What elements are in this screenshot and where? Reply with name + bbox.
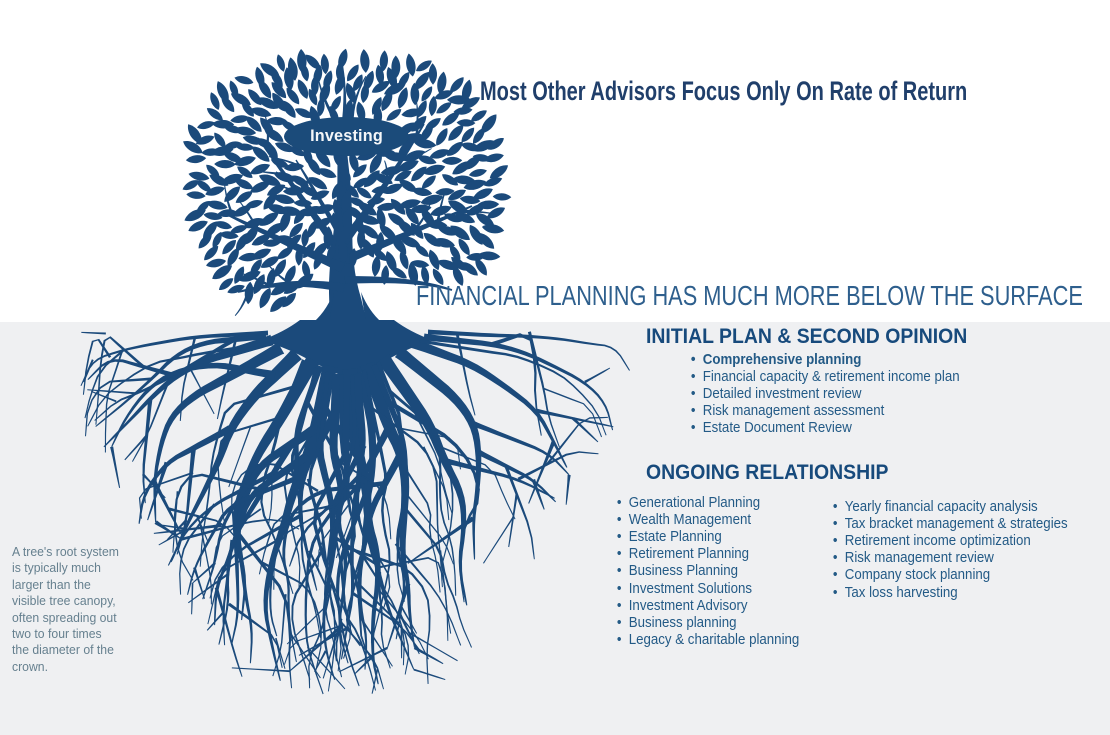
list-item: Generational Planning	[616, 495, 799, 512]
list-item: Wealth Management	[616, 512, 799, 529]
root-note-line: larger than the	[12, 576, 91, 592]
list-item: Estate Document Review	[690, 420, 960, 437]
list-item: Tax bracket management & strategies	[832, 516, 1068, 533]
list-item: Retirement Planning	[616, 546, 799, 563]
list-item: Estate Planning	[616, 529, 799, 546]
ongoing-list-right: Yearly financial capacity analysis Tax b…	[832, 499, 1068, 602]
initial-plan-list: Comprehensive planning Financial capacit…	[690, 352, 960, 438]
investing-label-text: Investing	[310, 127, 383, 145]
list-item: Detailed investment review	[690, 386, 960, 403]
list-item: Investment Solutions	[616, 581, 799, 598]
investing-oval-label: Investing	[284, 117, 409, 156]
root-note-line: often spreading out	[12, 609, 117, 625]
page-title: Most Other Advisors Focus Only On Rate o…	[480, 76, 968, 106]
root-note-line: visible tree canopy,	[12, 593, 116, 609]
list-item: Risk management assessment	[690, 403, 960, 420]
root-note-line: two to four times	[12, 626, 102, 642]
surface-subtitle: FINANCIAL PLANNING HAS MUCH MORE BELOW T…	[416, 280, 1083, 311]
list-item: Yearly financial capacity analysis	[832, 499, 1068, 516]
root-note-line: the diameter of the	[12, 642, 114, 658]
list-item: Business planning	[616, 615, 799, 632]
root-note-line: A tree's root system	[12, 544, 119, 559]
list-item: Company stock planning	[832, 567, 1068, 584]
list-item: Comprehensive planning	[690, 352, 960, 369]
list-item: Tax loss harvesting	[832, 585, 1068, 602]
root-note-line: crown.	[12, 658, 48, 674]
list-item: Legacy & charitable planning	[616, 632, 799, 649]
list-item: Investment Advisory	[616, 598, 799, 615]
initial-plan-heading: INITIAL PLAN & SECOND OPINION	[646, 325, 968, 348]
ongoing-list-left: Generational Planning Wealth Management …	[616, 495, 799, 650]
ongoing-heading: ONGOING RELATIONSHIP	[646, 461, 889, 484]
list-item: Financial capacity & retirement income p…	[690, 369, 960, 386]
root-system-note: A tree's root system is typically much l…	[12, 544, 119, 675]
list-item: Retirement income optimization	[832, 533, 1068, 550]
root-note-line: is typically much	[12, 560, 101, 576]
list-item: Business Planning	[616, 563, 799, 580]
list-item: Risk management review	[832, 550, 1068, 567]
